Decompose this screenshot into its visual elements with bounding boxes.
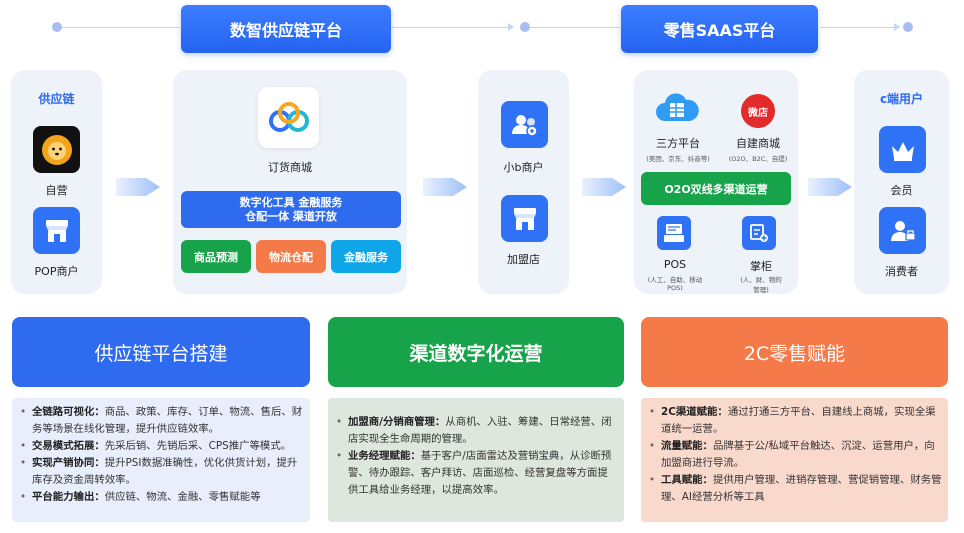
digital-tools-line2: 仓配一体 渠道开放	[245, 209, 337, 223]
desc-supply-chain: 全链路可视化：商品、政策、库存、订单、物流、售后、财务等场景在线化管理，提升供应…	[12, 398, 310, 522]
label-franchise-store: 加盟店	[507, 253, 540, 266]
label-self-built-mall: 自建商城	[736, 137, 780, 150]
arrow-head	[508, 23, 514, 31]
label-consumer: 消费者	[885, 265, 918, 278]
card-2c-retail-enable: 2C零售赋能	[641, 317, 948, 387]
cloud-loop-logo-icon	[258, 87, 319, 148]
logistics-warehouse-button[interactable]: 物流仓配	[256, 240, 326, 273]
connector-line	[820, 27, 900, 28]
sub-cabinet-line2: 管理)	[753, 286, 769, 294]
sub-cabinet-line1: (人、财、物的	[740, 276, 782, 284]
digital-tools-panel: 数字化工具 金融服务 仓配一体 渠道开放	[181, 191, 401, 228]
label-cabinet: 掌柜	[750, 260, 772, 273]
line-dot	[520, 22, 530, 32]
storefront-icon	[33, 207, 80, 254]
desc-item: 2C渠道赋能：通过打通三方平台、自建线上商城，实现全渠道统一运营。	[649, 404, 942, 438]
desc-item: 流量赋能：品牌基于公/私域平台触达、沉淀、运营用户，向加盟商进行导流。	[649, 438, 942, 472]
pos-terminal-icon	[657, 216, 691, 250]
column-title-c-end-users: c端用户	[879, 92, 924, 106]
card-supply-chain-build: 供应链平台搭建	[12, 317, 310, 387]
connector-line	[390, 27, 510, 28]
desc-retail-enable: 2C渠道赋能：通过打通三方平台、自建线上商城，实现全渠道统一运营。 流量赋能：品…	[641, 398, 948, 522]
banner-supply-chain-platform: 数智供应链平台	[181, 5, 391, 53]
desc-item: 工具赋能：提供用户管理、进销存管理、营促销管理、财务管理、AI经营分析等工具	[649, 472, 942, 506]
banner-retail-saas-platform: 零售SAAS平台	[621, 5, 818, 53]
connector-line	[62, 27, 180, 28]
label-pos: POS	[663, 258, 687, 271]
sub-pos-line1: (人工、自助、移动	[647, 276, 703, 284]
line-dot	[52, 22, 62, 32]
sub-pos-line2: POS)	[667, 284, 683, 292]
flow-arrow-icon	[423, 178, 467, 196]
desc-item: 业务经理赋能：基于客户/店面雷达及营销宝典，从诊断预警、待办跟踪、客户拜访、店面…	[336, 448, 618, 499]
flow-arrow-icon	[582, 178, 626, 196]
desc-item: 实现产销协同：提升PSI数据准确性，优化供货计划，提升库存及资金周转效率。	[20, 455, 304, 489]
column-title-supply-chain: 供应链	[38, 92, 75, 106]
financial-service-button[interactable]: 金融服务	[331, 240, 401, 273]
desc-item: 平台能力输出：供应链、物流、金融、零售赋能等	[20, 489, 304, 506]
flow-arrow-icon	[808, 178, 852, 196]
desc-item: 加盟商/分销商管理：从商机、入驻、筹建、日常经营、闭店实现全生命周期的管理。	[336, 414, 618, 448]
label-self-operated: 自营	[45, 184, 68, 197]
connector-line	[530, 27, 620, 28]
label-member: 会员	[890, 184, 913, 197]
line-dot	[903, 22, 913, 32]
column-c-end-users	[854, 70, 949, 294]
users-icon	[501, 101, 548, 148]
digital-tools-line1: 数字化工具 金融服务	[239, 195, 343, 209]
label-third-party-platform: 三方平台	[656, 137, 700, 150]
arrow-head	[894, 23, 900, 31]
desc-channel-ops: 加盟商/分销商管理：从商机、入驻、筹建、日常经营、闭店实现全生命周期的管理。 业…	[328, 398, 624, 522]
manager-cabinet-icon	[742, 216, 776, 250]
column-supply-chain	[11, 70, 102, 294]
label-pop-merchant: POP商户	[34, 265, 79, 278]
flow-arrow-icon	[116, 178, 160, 196]
shop-icon	[501, 195, 548, 242]
wechat-store-icon: 微店	[741, 94, 775, 128]
card-channel-digital-ops: 渠道数字化运营	[328, 317, 624, 387]
wechat-store-icon-text: 微店	[748, 107, 768, 119]
desc-item: 全链路可视化：商品、政策、库存、订单、物流、售后、财务等场景在线化管理，提升供应…	[20, 404, 304, 438]
sub-third-party-platform: (美团、京东、抖音等)	[646, 155, 710, 163]
cloud-platform-icon	[655, 90, 699, 126]
label-ordering-mall: 订货商城	[268, 161, 312, 174]
sub-self-built-mall: (O2O、B2C、自提)	[728, 155, 788, 163]
label-small-b-merchant: 小b商户	[503, 161, 544, 174]
lion-logo-icon	[33, 126, 80, 173]
o2o-multichannel-banner: O2O双线多渠道运营	[641, 172, 791, 205]
crown-member-icon	[879, 126, 926, 173]
consumer-cart-icon	[879, 207, 926, 254]
desc-item: 交易模式拓展：先采后销、先销后采、CPS推广等模式。	[20, 438, 304, 455]
product-forecast-button[interactable]: 商品预测	[181, 240, 251, 273]
